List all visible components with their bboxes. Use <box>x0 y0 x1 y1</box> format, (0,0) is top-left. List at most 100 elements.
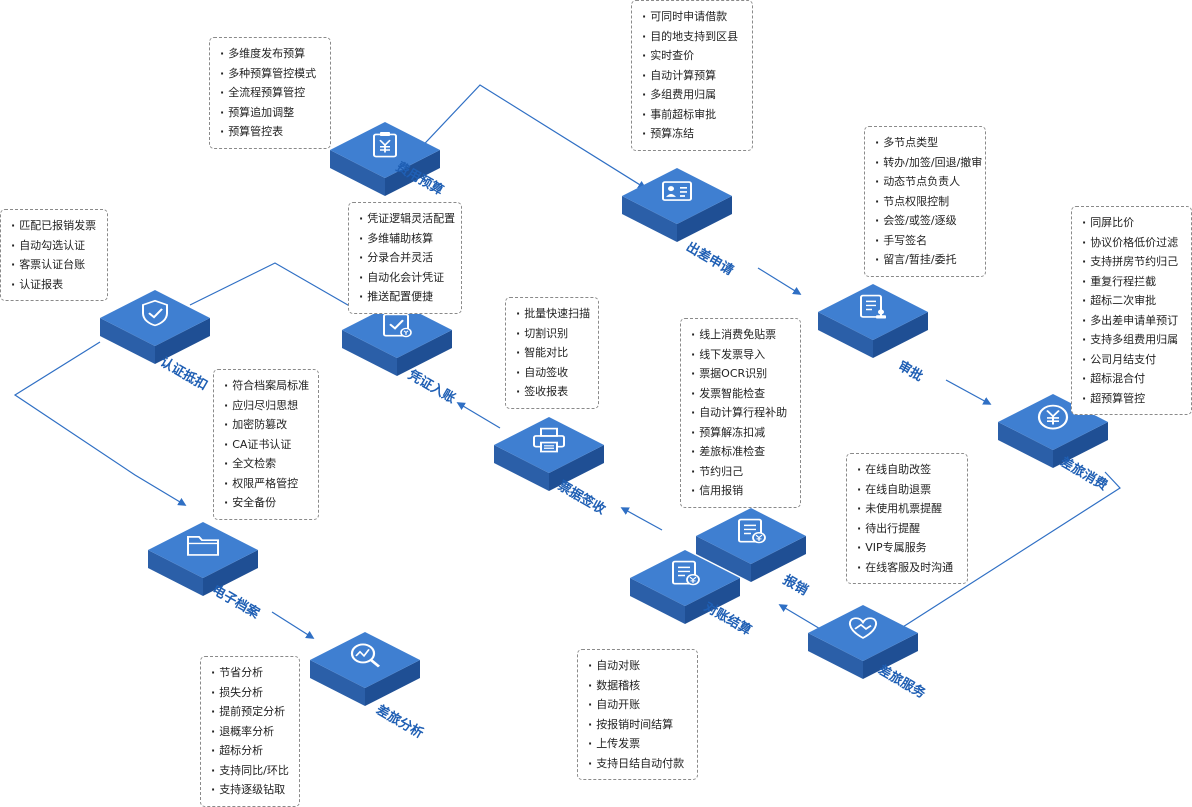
connector-service-to-settle <box>778 604 823 631</box>
feature-item: 公司月结支付 <box>1082 350 1181 370</box>
feature-item: 自动计算行程补助 <box>691 403 790 423</box>
feature-list: 凭证逻辑灵活配置多维辅助核算分录合并灵活自动化会计凭证推送配置便捷 <box>359 209 455 307</box>
feature-item: 自动签收 <box>516 363 588 383</box>
node-travel-apply <box>622 158 732 242</box>
node-analysis <box>310 622 420 706</box>
feature-item: 自动对账 <box>588 656 687 676</box>
id-card-icon <box>662 181 692 201</box>
feature-item: 符合档案局标准 <box>224 376 309 396</box>
feature-box-service: 在线自助改签在线自助退票未使用机票提醒待出行提醒VIP专属服务在线客服及时沟通 <box>846 453 968 584</box>
feature-item: 支持日结自动付款 <box>588 754 687 774</box>
feature-box-voucher: 凭证逻辑灵活配置多维辅助核算分录合并灵活自动化会计凭证推送配置便捷 <box>348 202 462 314</box>
feature-item: 会签/或签/逐级 <box>875 211 975 231</box>
node-voucher <box>342 292 452 376</box>
feature-item: 多种预算管控模式 <box>220 64 320 84</box>
node-reimburse <box>696 498 806 582</box>
feature-item: 支持多组费用归属 <box>1082 330 1181 350</box>
feature-list: 线上消费免贴票线下发票导入票据OCR识别发票智能检查自动计算行程补助预算解冻扣减… <box>691 325 790 501</box>
feature-item: 认证报表 <box>11 275 97 295</box>
feature-list: 符合档案局标准应归尽归思想加密防篡改CA证书认证全文检索权限严格管控安全备份 <box>224 376 309 513</box>
feature-item: 同屏比价 <box>1082 213 1181 233</box>
feature-box-settle: 自动对账数据稽核自动开账按报销时间结算上传发票支持日结自动付款 <box>577 649 698 780</box>
connector-archive-to-analysis <box>271 611 315 639</box>
yen-coin-icon <box>1037 404 1069 430</box>
feature-box-travel-apply: 可同时申请借款目的地支持到区县实时查价自动计算预算多组费用归属事前超标审批预算冻… <box>631 0 753 151</box>
feature-item: 信用报销 <box>691 481 790 501</box>
feature-item: 节点权限控制 <box>875 192 975 212</box>
feature-item: 预算解冻扣减 <box>691 423 790 443</box>
feature-item: 目的地支持到区县 <box>642 27 742 47</box>
feature-item: 权限严格管控 <box>224 474 308 494</box>
feature-item: 全文检索 <box>224 454 308 474</box>
feature-item: 应归尽归思想 <box>224 396 308 416</box>
feature-item: 多维度发布预算 <box>220 44 320 64</box>
feature-item: 数据稽核 <box>588 676 687 696</box>
feature-item: 匹配已报销发票 <box>11 216 97 236</box>
feature-list: 可同时申请借款目的地支持到区县实时查价自动计算预算多组费用归属事前超标审批预算冻… <box>642 7 742 144</box>
node-certify <box>100 280 210 364</box>
feature-box-reimburse: 线上消费免贴票线下发票导入票据OCR识别发票智能检查自动计算行程补助预算解冻扣减… <box>680 318 801 508</box>
feature-item: 自动化会计凭证 <box>359 268 451 288</box>
feature-item: 多维辅助核算 <box>359 229 451 249</box>
feature-item: 重复行程拦截 <box>1082 272 1181 292</box>
feature-item: 超标二次审批 <box>1082 291 1181 311</box>
shield-check-icon <box>142 299 168 327</box>
feature-list: 多维度发布预算多种预算管控模式全流程预算管控预算追加调整预算管控表 <box>220 44 320 142</box>
feature-box-consume: 同屏比价协议价格低价过滤支持拼房节约归己重复行程拦截超标二次审批多出差申请单预订… <box>1071 206 1192 415</box>
feature-item: 支持逐级钻取 <box>211 780 289 800</box>
connector-consume-to-service <box>893 471 1121 633</box>
feature-box-approval: 多节点类型转办/加签/回退/撤审动态节点负责人节点权限控制会签/或签/逐级手写签… <box>864 126 986 277</box>
feature-item: 支持同比/环比 <box>211 761 289 781</box>
node-settle <box>630 540 740 624</box>
feature-item: 自动开账 <box>588 695 687 715</box>
feature-item: 预算冻结 <box>642 124 742 144</box>
feature-box-analysis: 节省分析损失分析提前预定分析退概率分析超标分析支持同比/环比支持逐级钻取 <box>200 656 300 807</box>
feature-item: 推送配置便捷 <box>359 287 451 307</box>
voucher-check-icon <box>383 313 412 338</box>
feature-item: 支持拼房节约归己 <box>1082 252 1181 272</box>
feature-item: 多节点类型 <box>875 133 975 153</box>
feature-item: 预算管控表 <box>220 122 320 142</box>
feature-list: 在线自助改签在线自助退票未使用机票提醒待出行提醒VIP专属服务在线客服及时沟通 <box>857 460 957 577</box>
feature-item: 加密防篡改 <box>224 415 308 435</box>
feature-list: 节省分析损失分析提前预定分析退概率分析超标分析支持同比/环比支持逐级钻取 <box>211 663 289 800</box>
feature-box-archive: 符合档案局标准应归尽归思想加密防篡改CA证书认证全文检索权限严格管控安全备份 <box>213 369 319 520</box>
feature-item: 提前预定分析 <box>211 702 289 722</box>
feature-item: 批量快速扫描 <box>516 304 590 324</box>
feature-item: 损失分析 <box>211 683 289 703</box>
feature-item: 在线客服及时沟通 <box>857 558 957 578</box>
feature-item: 预算追加调整 <box>220 103 320 123</box>
feature-item: 差旅标准检查 <box>691 442 790 462</box>
feature-item: 节省分析 <box>211 663 289 683</box>
feature-item: 超标分析 <box>211 741 289 761</box>
feature-item: 节约归己 <box>691 462 790 482</box>
feature-item: 线下发票导入 <box>691 345 790 365</box>
feature-item: 智能对比 <box>516 343 588 363</box>
printer-icon <box>533 427 565 453</box>
node-service <box>808 595 918 679</box>
feature-item: 超预算管控 <box>1082 389 1181 409</box>
feature-item: 发票智能检查 <box>691 384 790 404</box>
feature-list: 批量快速扫描切割识别智能对比自动签收签收报表 <box>516 304 590 402</box>
feature-item: 事前超标审批 <box>642 105 742 125</box>
clipboard-yen-icon <box>373 131 397 158</box>
feature-item: 多组费用归属 <box>642 85 742 105</box>
feature-item: 切割识别 <box>516 324 588 344</box>
feature-box-receipt: 批量快速扫描切割识别智能对比自动签收签收报表 <box>505 297 599 409</box>
feature-item: 客票认证台账 <box>11 255 97 275</box>
feature-item: 留言/暂挂/委托 <box>875 250 975 270</box>
connector-certify-to-archive <box>13 341 187 506</box>
feature-item: 协议价格低价过滤 <box>1082 233 1181 253</box>
feature-item: 在线自助退票 <box>857 480 957 500</box>
connector-settle-to-receipt <box>620 507 663 531</box>
feature-item: CA证书认证 <box>224 435 308 455</box>
connector-receipt-to-voucher <box>456 402 501 429</box>
feature-item: 动态节点负责人 <box>875 172 975 192</box>
feature-item: 未使用机票提醒 <box>857 499 957 519</box>
node-approval <box>818 274 928 358</box>
feature-item: 票据OCR识别 <box>691 364 790 384</box>
feature-item: 可同时申请借款 <box>642 7 742 27</box>
node-budget <box>330 112 440 196</box>
bill-coin-icon <box>672 560 700 586</box>
feature-item: 分录合并灵活 <box>359 248 451 268</box>
